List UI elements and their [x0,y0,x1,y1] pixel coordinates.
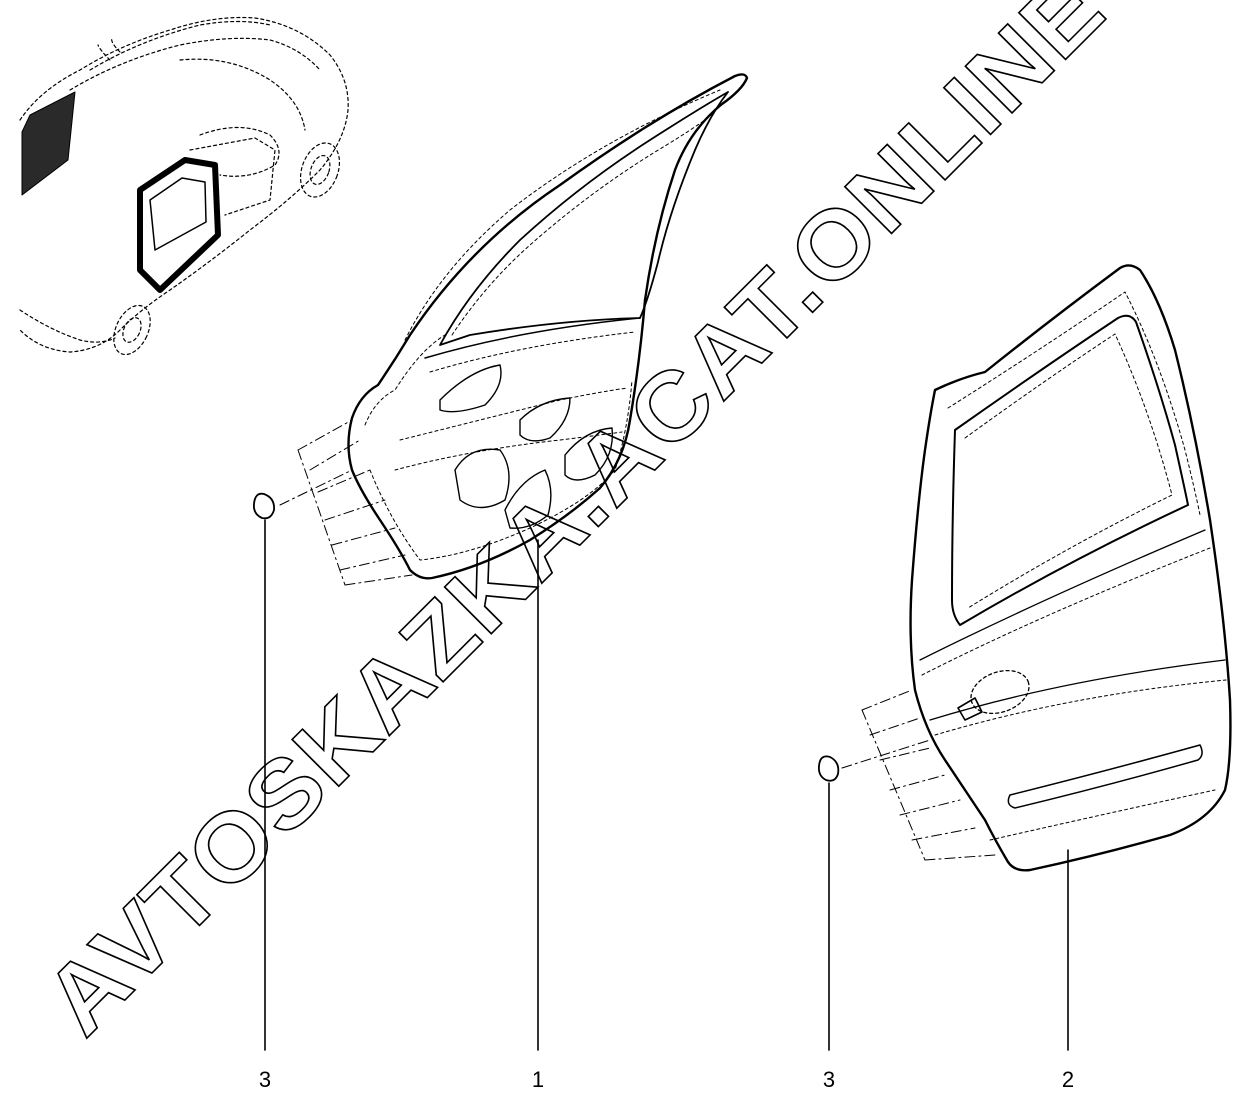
car-locator-illustration [19,16,349,356]
callout-number: 2 [1062,1067,1074,1092]
door-inner-frame [347,73,749,580]
assembly-guides-left [279,419,413,586]
assembly-guides-right [841,689,996,861]
callout-number: 3 [259,1067,271,1092]
door-outer-panel [909,264,1232,872]
callout-number: 3 [823,1067,835,1092]
leader-lines [264,519,1069,1051]
callout-number: 1 [532,1067,544,1092]
plug-left [253,492,275,520]
plug-right [817,755,840,782]
